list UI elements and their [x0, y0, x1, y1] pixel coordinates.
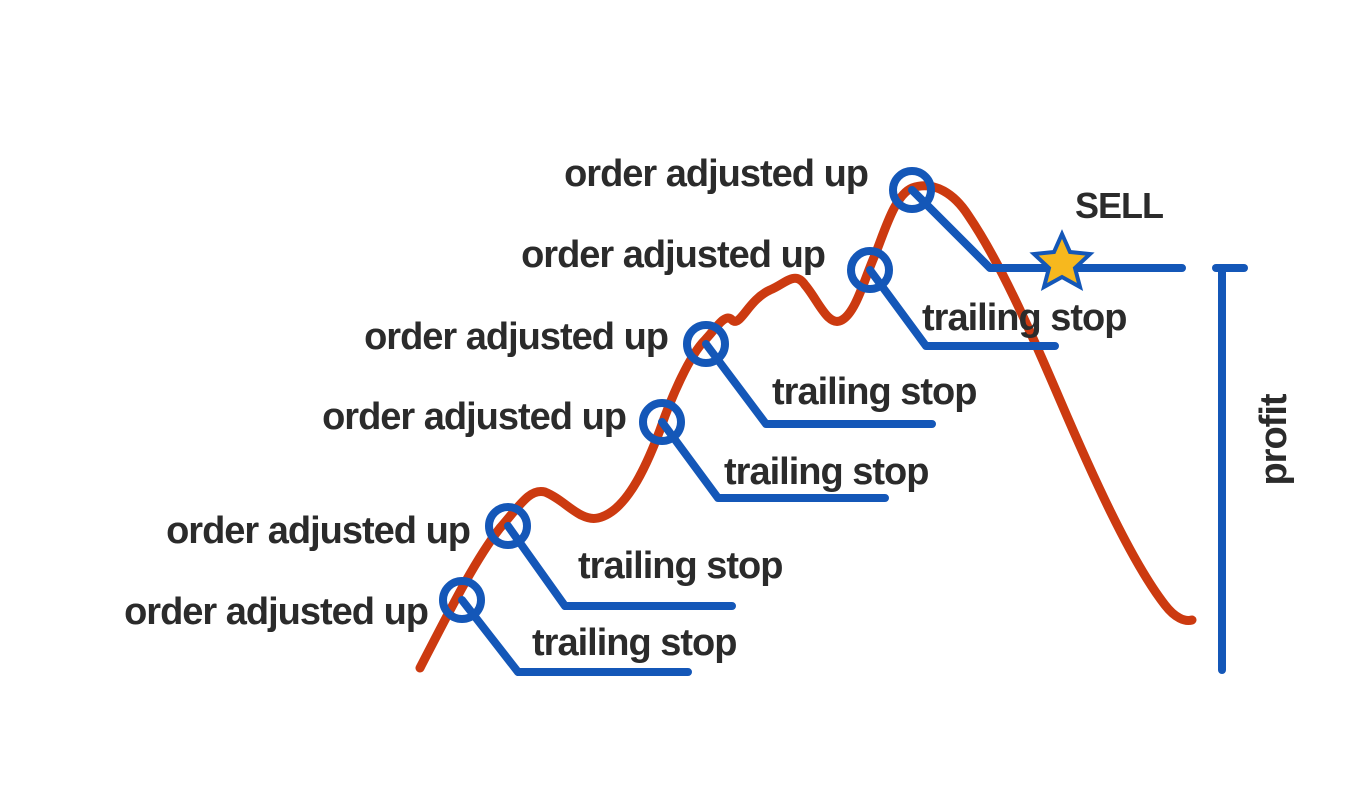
trailing-stop-line-1 — [458, 596, 692, 676]
trailing-stop-label-1: trailing stop — [532, 622, 736, 664]
order-adjusted-label-1: order adjusted up — [124, 591, 428, 633]
trailing-stop-label-4: trailing stop — [772, 371, 976, 413]
sell-label: SELL — [1075, 185, 1163, 226]
sell-star-icon — [1029, 229, 1095, 292]
order-adjusted-label-2: order adjusted up — [166, 510, 470, 552]
trailing-stop-line-2 — [504, 522, 736, 610]
profit-label: profit — [1253, 393, 1295, 485]
adjustment-marker-3 — [639, 399, 685, 445]
adjustment-marker-2 — [485, 503, 531, 549]
price-curve — [415, 181, 1197, 673]
order-adjusted-label-6: order adjusted up — [564, 153, 868, 195]
trailing-stop-label-3: trailing stop — [724, 451, 928, 493]
adjustment-marker-5 — [847, 247, 893, 293]
trailing-stop-label-5: trailing stop — [922, 297, 1126, 339]
order-adjusted-label-3: order adjusted up — [322, 396, 626, 438]
trailing-stop-line-5 — [866, 266, 1059, 350]
trailing-stop-line-4 — [702, 340, 936, 428]
order-adjusted-label-5: order adjusted up — [521, 234, 825, 276]
trailing-stop-label-2: trailing stop — [578, 545, 782, 587]
order-adjusted-label-4: order adjusted up — [364, 316, 668, 358]
trailing-stop-line-3 — [658, 418, 889, 502]
adjustment-marker-4 — [683, 321, 729, 367]
trailing-stop-line-6 — [908, 186, 1186, 272]
adjustment-marker-6 — [889, 167, 935, 213]
adjustment-marker-1 — [439, 577, 485, 623]
